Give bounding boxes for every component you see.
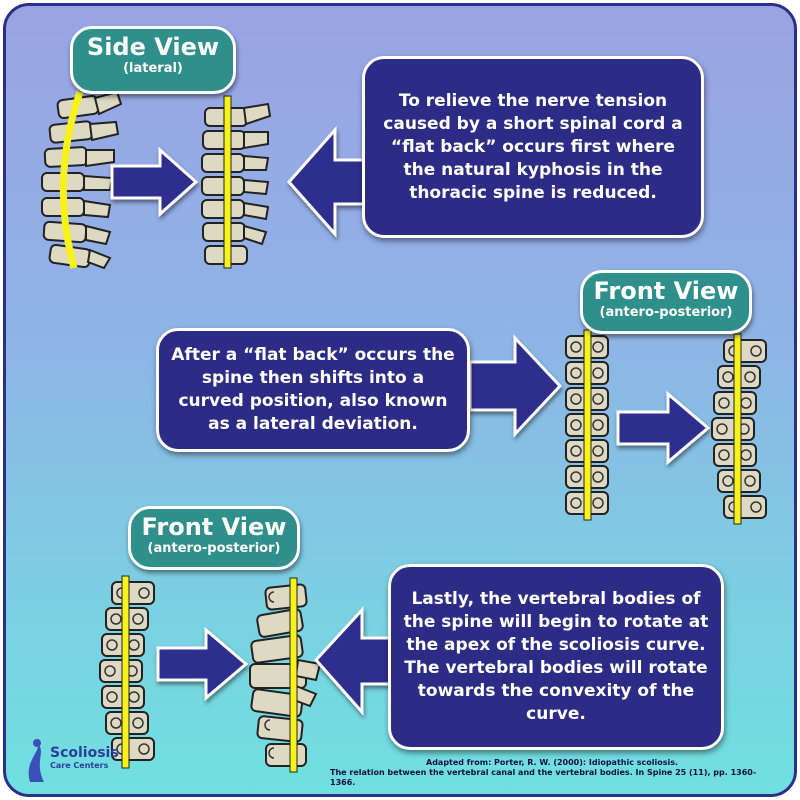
- front-view-2-pill: Front View (antero-posterior): [128, 506, 300, 570]
- pointer-arrow-side: [286, 126, 370, 238]
- side-view-text: To relieve the nerve tension caused by a…: [383, 90, 683, 203]
- logo-line-1: Scoliosis: [50, 745, 119, 761]
- side-spinal-line-curved: [59, 90, 84, 269]
- side-spinal-line-flat: [223, 95, 232, 269]
- pointer-arrow-front-1: [468, 334, 563, 438]
- logo-text: Scoliosis Care Centers: [50, 745, 119, 771]
- front2-arrow: [156, 626, 249, 702]
- front2-spine-rotated: [249, 583, 322, 767]
- front2-spinal-line-straight: [121, 575, 130, 769]
- front-view-2-subtitle: (antero-posterior): [147, 541, 281, 556]
- side-view-explanation: To relieve the nerve tension caused by a…: [362, 56, 704, 238]
- side-view-subtitle: (lateral): [123, 61, 183, 76]
- front-view-2-explanation: Lastly, the vertebral bodies of the spin…: [388, 564, 724, 750]
- side-view-pill: Side View (lateral): [70, 26, 236, 94]
- citation-line-1: Adapted from: Porter, R. W. (2000): Idio…: [426, 758, 679, 767]
- front-view-1-title: Front View: [593, 277, 739, 305]
- side-to-flat-arrow: [110, 146, 199, 218]
- side-spine-curved: [41, 90, 123, 270]
- front1-spinal-line-curved: [733, 333, 742, 525]
- side-spine-flat: [201, 102, 272, 265]
- front1-arrow: [616, 390, 711, 466]
- front-view-1-explanation: After a “flat back” occurs the spine the…: [156, 328, 470, 452]
- side-view-title: Side View: [86, 33, 220, 61]
- logo: Scoliosis Care Centers: [28, 744, 128, 784]
- front1-spinal-line-straight: [583, 329, 592, 521]
- front2-spine-curved: [99, 581, 155, 761]
- citation-line-2: The relation between the vertebral canal…: [330, 768, 757, 787]
- pointer-arrow-front-2: [313, 606, 396, 716]
- citation: Adapted from: Porter, R. W. (2000): Idio…: [330, 758, 780, 788]
- front-view-1-pill: Front View (antero-posterior): [580, 270, 752, 334]
- front2-spinal-line-rotated: [289, 577, 298, 773]
- front-view-1-subtitle: (antero-posterior): [599, 305, 733, 320]
- front-view-2-title: Front View: [141, 513, 287, 541]
- logo-line-2: Care Centers: [50, 761, 109, 770]
- front-view-1-text: After a “flat back” occurs the spine the…: [171, 345, 455, 434]
- front-view-2-text: Lastly, the vertebral bodies of the spin…: [403, 589, 709, 724]
- logo-icon: [28, 739, 44, 782]
